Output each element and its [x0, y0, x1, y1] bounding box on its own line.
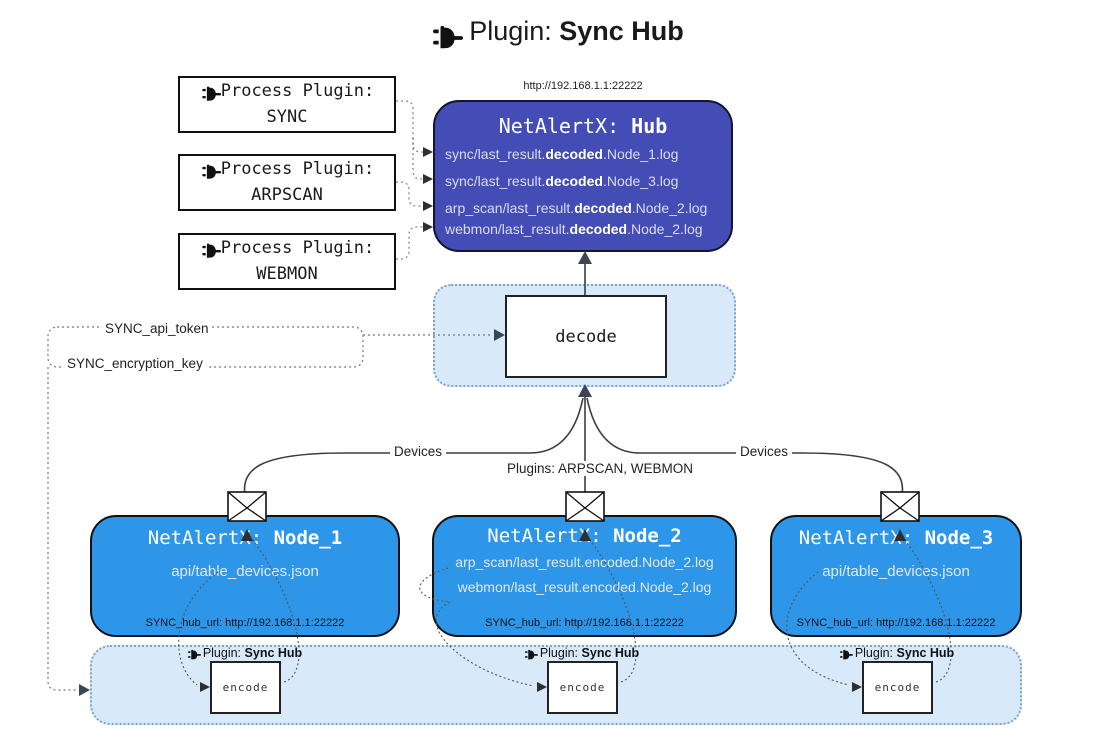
encode-box-2: encode — [547, 661, 618, 714]
plug-icon — [196, 156, 223, 183]
plugin-to-hub-wires — [396, 100, 424, 260]
hub-box: NetAlertX: Hub sync/last_result.decoded.… — [433, 100, 733, 252]
hub-file-line: arp_scan/last_result.decoded.Node_2.log — [445, 200, 708, 216]
node-hub-url: SYNC_hub_url: http://192.168.1.1:22222 — [485, 617, 684, 629]
node-file-line: api/table_devices.json — [171, 563, 319, 580]
encode-box-3: encode — [862, 661, 933, 714]
plug-icon — [185, 645, 203, 663]
page-title-label: Plugin: — [469, 16, 552, 46]
sync-encryption-key-label: SYNC_encryption_key — [64, 356, 206, 371]
node-box-node-2: NetAlertX: Node_2 arp_scan/last_result.e… — [432, 515, 737, 637]
process-plugin-box-arpscan: Process Plugin: ARPSCAN — [178, 154, 396, 211]
decode-box: decode — [505, 295, 667, 378]
node-file-line: api/table_devices.json — [822, 563, 970, 580]
process-plugin-box-webmon: Process Plugin: WEBMON — [178, 233, 396, 290]
edge-label-devices-left: Devices — [390, 444, 447, 459]
plug-icon — [837, 645, 855, 663]
node-box-node-1: NetAlertX: Node_1 api/table_devices.json… — [90, 515, 400, 637]
envelope-icon — [227, 491, 267, 522]
node-title: NetAlertX: Node_3 — [798, 527, 994, 549]
encoder-plugin-label: Plugin: Sync Hub — [502, 646, 662, 661]
hub-title: NetAlertX: Hub — [435, 114, 731, 138]
node-title: NetAlertX: Node_2 — [487, 525, 682, 547]
envelope-icon — [880, 491, 920, 522]
encoder-plugin-label: Plugin: Sync Hub — [165, 646, 325, 661]
envelope-icon — [565, 491, 605, 522]
plug-icon — [196, 78, 223, 105]
encoder-plugin-label: Plugin: Sync Hub — [817, 646, 977, 661]
hub-title-name: Hub — [631, 114, 668, 138]
hub-file-line: sync/last_result.decoded.Node_3.log — [445, 173, 679, 189]
node-file-line: webmon/last_result.encoded.Node_2.log — [457, 579, 712, 595]
plug-icon — [427, 16, 469, 58]
node-box-node-3: NetAlertX: Node_3 api/table_devices.json… — [770, 515, 1022, 637]
node-file-line: arp_scan/last_result.encoded.Node_2.log — [455, 554, 714, 570]
edge-label-plugins: Plugins: ARPSCAN, WEBMON — [503, 461, 698, 476]
hub-title-label: NetAlertX: — [498, 114, 620, 138]
node-hub-url: SYNC_hub_url: http://192.168.1.1:22222 — [145, 617, 345, 629]
page-title: Plugin: Sync Hub — [0, 16, 1117, 52]
hub-file-line: sync/last_result.decoded.Node_1.log — [445, 146, 679, 162]
encode-box-1: encode — [210, 661, 281, 714]
page-title-name: Sync Hub — [559, 16, 684, 46]
edge-label-devices-right: Devices — [736, 444, 793, 459]
plug-icon — [196, 235, 223, 262]
hub-file-line: webmon/last_result.decoded.Node_2.log — [445, 221, 703, 237]
hub-url-label: http://192.168.1.1:22222 — [523, 80, 643, 92]
process-plugin-box-sync: Process Plugin: SYNC — [178, 76, 396, 133]
node-title: NetAlertX: Node_1 — [147, 527, 343, 549]
plug-icon — [522, 645, 540, 663]
node-hub-url: SYNC_hub_url: http://192.168.1.1:22222 — [796, 617, 996, 629]
sync-api-token-label: SYNC_api_token — [102, 321, 212, 336]
